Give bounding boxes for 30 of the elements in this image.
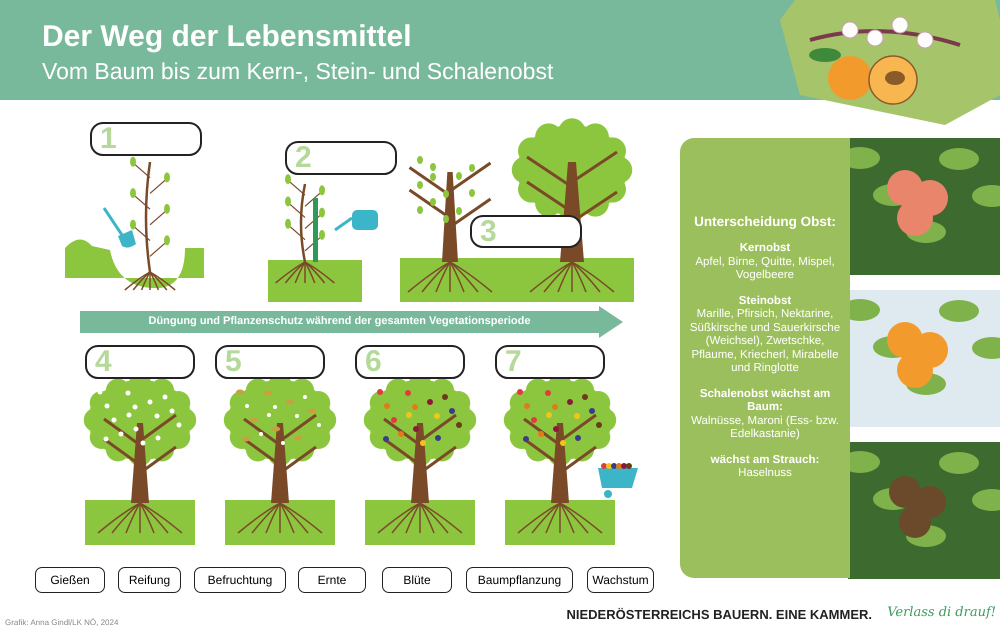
credit-text: Grafik: Anna Gindl/LK NÖ, 2024 [5, 618, 118, 627]
title: Der Weg der Lebensmittel [42, 20, 412, 54]
info-panel [680, 138, 850, 578]
panel-heading: Schalenobst wächst am Baum: [698, 388, 832, 414]
word-card: Befruchtung [194, 567, 286, 593]
word-card: Ernte [298, 567, 366, 593]
panel-text: Walnüsse, Maroni (Ess- bzw. Edelkastanie) [690, 414, 840, 442]
arrow-text: Düngung und Pflanzenschutz während der gesamten Vegetationsperiode [148, 315, 532, 327]
word-card: Baumpflanzung [466, 567, 573, 593]
panel-heading: wächst am Strauch: [710, 454, 820, 467]
slogan: NIEDERÖSTERREICHS BAUERN. EINE KAMMER. [566, 607, 872, 622]
word-card: Blüte [382, 567, 452, 593]
panel-text: Marille, Pfirsich, Nektarine, Süßkirsche und Sauerkirsche (Weichsel), Zwetschke, Pflaume, Kriecherl, Mirabelle und Ringlotte [688, 308, 842, 376]
subtitle: Vom Baum bis zum Kern-, Stein- und Schalenobst [42, 58, 554, 85]
word-card: Gießen [35, 567, 105, 593]
word-card: Wachstum [587, 567, 654, 593]
answer-box: 6 [355, 345, 465, 379]
answer-box: 7 [495, 345, 605, 379]
answer-box: 1 [90, 122, 202, 156]
panel-heading: Unterscheidung Obst: [693, 214, 837, 230]
word-card: Reifung [118, 567, 181, 593]
answer-box: 3 [470, 215, 582, 248]
tagline: Verlass di drauf! [887, 605, 996, 620]
panel-text: Haselnuss [737, 467, 793, 480]
answer-box: 4 [85, 345, 195, 379]
answer-box: 5 [215, 345, 325, 379]
answer-box: 2 [285, 141, 397, 175]
panel-heading: Kernobst [738, 242, 792, 256]
panel-text: Apfel, Birne, Quitte, Mispel, Vogelbeere [694, 256, 836, 282]
panel-heading: Steinobst [738, 294, 792, 308]
